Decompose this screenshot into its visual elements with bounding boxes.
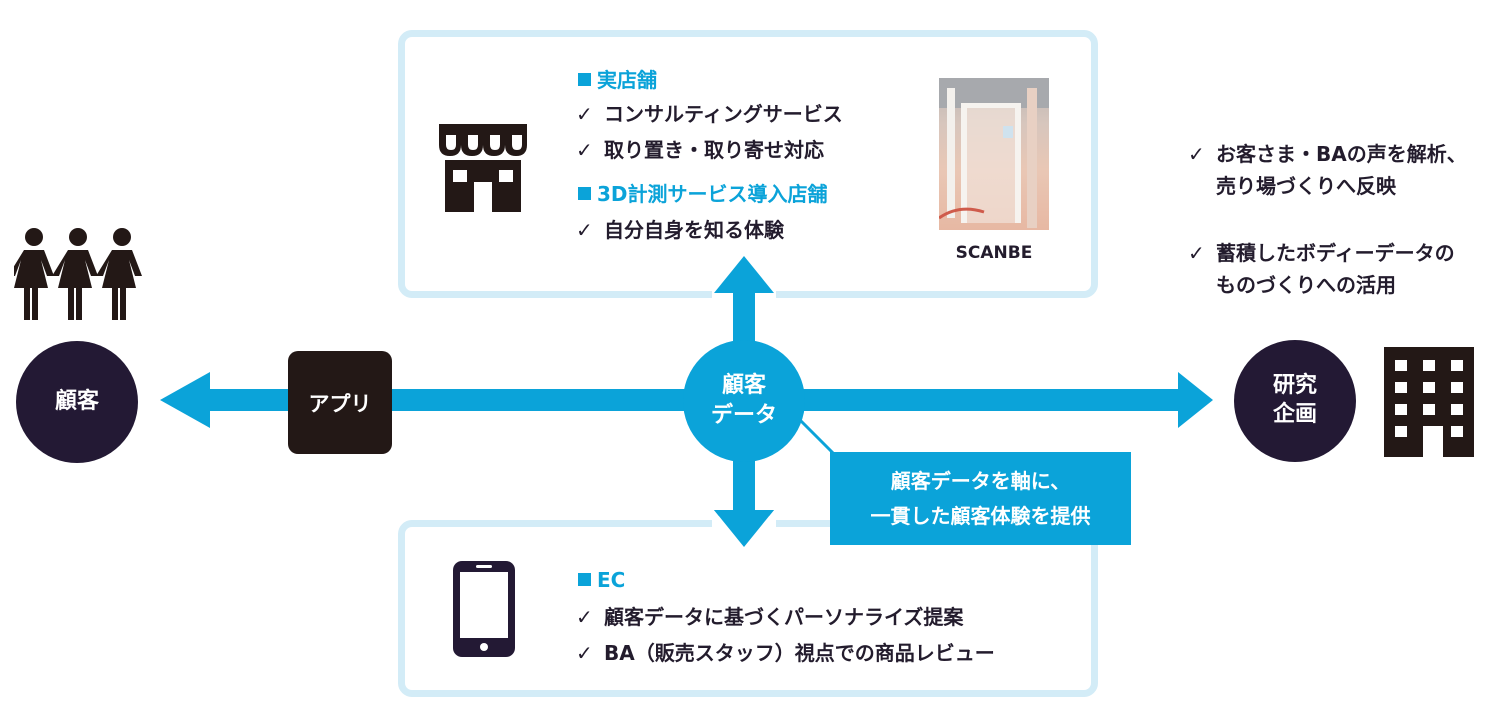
ec-item-2: ✓BA（販売スタッフ）視点での商品レビュー <box>576 641 995 665</box>
research-line-1: 研究 <box>1272 373 1317 399</box>
customer-data-line-2: データ <box>710 403 777 428</box>
store-subtitle: 3D計測サービス導入店舗 <box>578 178 828 207</box>
store-panel-gap <box>712 290 776 300</box>
app-box: アプリ <box>288 351 392 454</box>
callout-line-2: 一貫した顧客体験を提供 <box>870 503 1091 528</box>
scanbe-photo <box>939 78 1049 230</box>
store-sub-item-1: ✓自分自身を知る体験 <box>576 218 784 242</box>
store-title: 実店舗 <box>578 64 657 93</box>
store-item-2: ✓取り置き・取り寄せ対応 <box>576 138 824 162</box>
app-label: アプリ <box>308 391 372 416</box>
women-group-icon <box>14 228 142 320</box>
scanbe-booth-illustration <box>939 78 1049 228</box>
ec-item-1: ✓顧客データに基づくパーソナライズ提案 <box>576 605 964 629</box>
storefront-icon <box>439 124 527 212</box>
callout-line-1: 顧客データを軸に、 <box>890 468 1071 493</box>
office-building-icon <box>1384 347 1474 457</box>
right-note-2: ✓蓄積したボディーデータの ものづくりへの活用 <box>1188 241 1455 297</box>
left-arrowhead <box>160 372 210 428</box>
right-arrowhead <box>1178 372 1213 428</box>
ec-title: EC <box>578 568 625 592</box>
ec-panel-gap <box>712 516 776 528</box>
callout-box: 顧客データを軸に、 一貫した顧客体験を提供 <box>830 452 1131 545</box>
smartphone-icon <box>453 561 515 657</box>
customer-circle: 顧客 <box>16 341 138 463</box>
right-note-1: ✓お客さま・BAの声を解析、 売り場づくりへ反映 <box>1188 142 1467 198</box>
research-line-2: 企画 <box>1272 402 1317 427</box>
scanbe-caption: SCANBE <box>955 243 1033 263</box>
customer-data-circle: 顧客 データ <box>683 340 805 462</box>
customer-label: 顧客 <box>54 388 99 414</box>
research-circle: 研究 企画 <box>1234 340 1356 462</box>
customer-data-line-1: 顧客 <box>721 373 766 399</box>
store-item-1: ✓コンサルティングサービス <box>576 102 843 126</box>
